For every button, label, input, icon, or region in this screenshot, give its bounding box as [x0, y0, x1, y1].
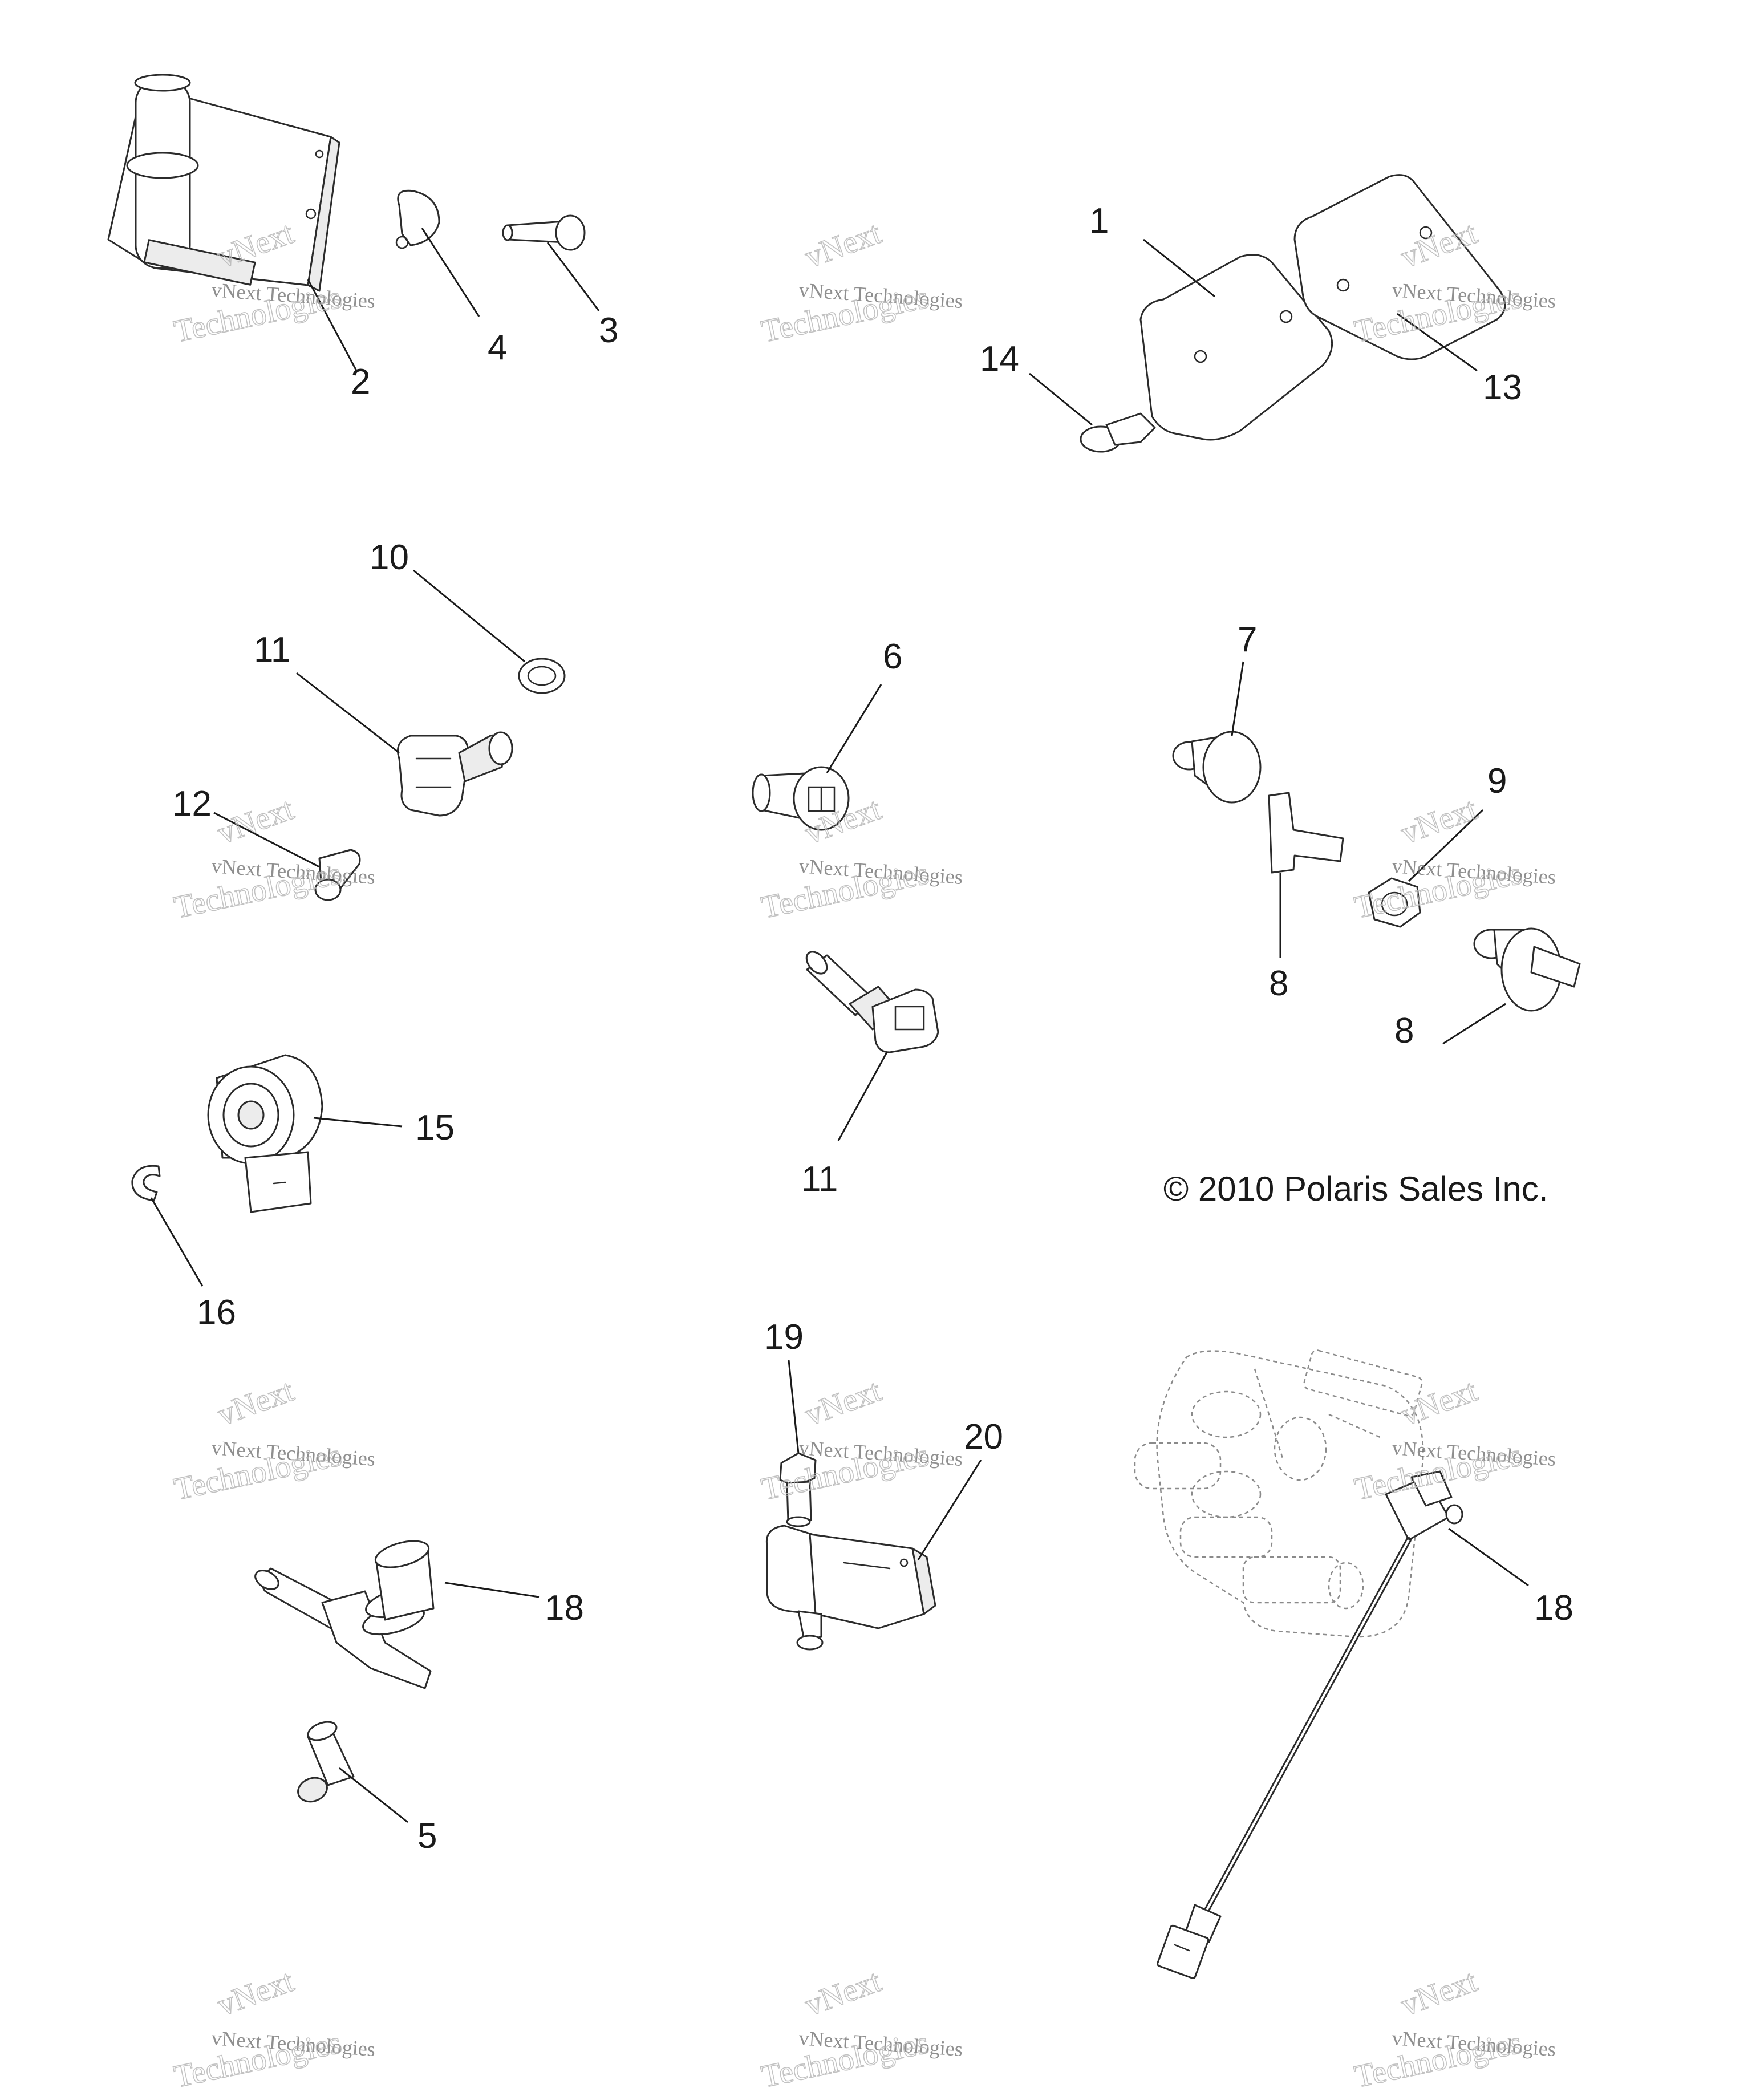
svg-text:vNext: vNext — [213, 791, 298, 851]
leader-8b — [1442, 1003, 1506, 1045]
leader-14 — [1397, 313, 1478, 372]
callout-13: 12 — [172, 784, 212, 824]
callout-9: 9 — [1487, 761, 1507, 801]
cover-plate-icon — [1139, 254, 1333, 441]
callout-15: 14 — [980, 339, 1019, 379]
cover-plate-icon — [1293, 174, 1506, 360]
leader-16 — [313, 1117, 403, 1128]
leader-15 — [1029, 372, 1093, 426]
bracket-icon — [1473, 927, 1581, 1012]
svg-text:vNext: vNext — [800, 1373, 886, 1433]
callout-8a: 8 — [1269, 964, 1288, 1003]
sensor-icon — [752, 766, 850, 831]
temperature-sensor-icon — [805, 951, 939, 1053]
screw-icon — [297, 1721, 355, 1803]
callout-7: 7 — [1238, 620, 1257, 659]
leader-20 — [788, 1360, 800, 1454]
svg-text:vNext: vNext — [1396, 791, 1482, 851]
watermark: vNext vNext Technologies Technologies — [1351, 1963, 1556, 2095]
callout-8b: 8 — [1394, 1011, 1414, 1051]
callout-3: 3 — [599, 311, 618, 350]
o-ring-icon — [518, 658, 566, 694]
clip-icon — [131, 1165, 161, 1202]
sensor-icon — [397, 731, 513, 817]
callout-14: 13 — [1483, 368, 1522, 407]
cap-icon — [1172, 731, 1262, 804]
leader-1 — [1143, 238, 1215, 298]
copyright-notice: © 2010 Polaris Sales Inc. — [1163, 1170, 1548, 1208]
watermark: vNext vNext Technologies Technologies — [758, 1963, 963, 2095]
leader-17 — [150, 1197, 204, 1287]
control-module-icon — [107, 74, 340, 292]
leader-3 — [546, 242, 600, 311]
callout-4: 4 — [488, 328, 507, 367]
callout-19: 18 — [1534, 1588, 1573, 1628]
throttle-position-sensor-icon — [1157, 1470, 1463, 1979]
leader-13 — [213, 812, 320, 868]
svg-text:vNext: vNext — [1396, 1963, 1482, 2023]
map-sensor-icon — [765, 1525, 936, 1651]
callout-20: 19 — [764, 1317, 804, 1357]
speed-sensor-icon — [254, 1540, 435, 1689]
knock-sensor-icon — [207, 1054, 323, 1213]
leader-12 — [837, 1052, 888, 1141]
leader-11 — [296, 672, 400, 754]
watermark: vNext vNext Technologies Technologies — [171, 1963, 376, 2095]
callout-6: 6 — [883, 637, 902, 676]
pin-icon — [502, 214, 586, 251]
callout-10: 10 — [370, 538, 409, 577]
leader-5 — [339, 1767, 408, 1823]
callout-5: 5 — [417, 1817, 437, 1856]
leader-9 — [1408, 809, 1484, 882]
callout-11: 11 — [254, 630, 290, 670]
watermark: vNext vNext Technologies Technologies — [758, 1372, 963, 1507]
leader-4 — [421, 228, 480, 317]
leader-18 — [444, 1582, 540, 1598]
svg-text:vNext: vNext — [213, 1373, 298, 1433]
leader-2 — [307, 279, 358, 371]
bolt-icon — [779, 1452, 817, 1527]
watermark: vNext vNext Technologies Technologies — [1351, 790, 1556, 926]
nut-icon — [1368, 877, 1421, 928]
leader-10 — [413, 569, 525, 663]
p-clamp-icon — [395, 189, 440, 249]
svg-text:vNext: vNext — [800, 1963, 886, 2023]
watermark: vNext vNext Technologies Technologies — [171, 1372, 376, 1507]
watermark: vNext vNext Technologies Technologies — [758, 214, 963, 350]
callout-17: 16 — [197, 1293, 236, 1332]
svg-text:vNext: vNext — [1396, 1373, 1482, 1433]
svg-text:vNext: vNext — [800, 215, 886, 275]
leader-21 — [917, 1460, 982, 1560]
watermark: vNext vNext Technologies Technologies — [1351, 1372, 1556, 1507]
bolt-icon — [314, 849, 361, 901]
svg-text:vNext: vNext — [213, 1963, 298, 2023]
callout-18: 18 — [545, 1588, 584, 1628]
callout-16: 15 — [415, 1108, 455, 1148]
callout-2: 2 — [351, 362, 370, 402]
callout-12: 11 — [801, 1160, 838, 1199]
leader-7 — [1231, 661, 1244, 736]
leader-6 — [826, 684, 882, 773]
bracket-icon — [1268, 792, 1344, 874]
throttle-body-outline — [1134, 1349, 1424, 1638]
callout-21: 20 — [964, 1417, 1003, 1457]
callout-1: 1 — [1089, 201, 1109, 241]
screw-icon — [1080, 412, 1156, 453]
leader-19 — [1448, 1527, 1529, 1587]
